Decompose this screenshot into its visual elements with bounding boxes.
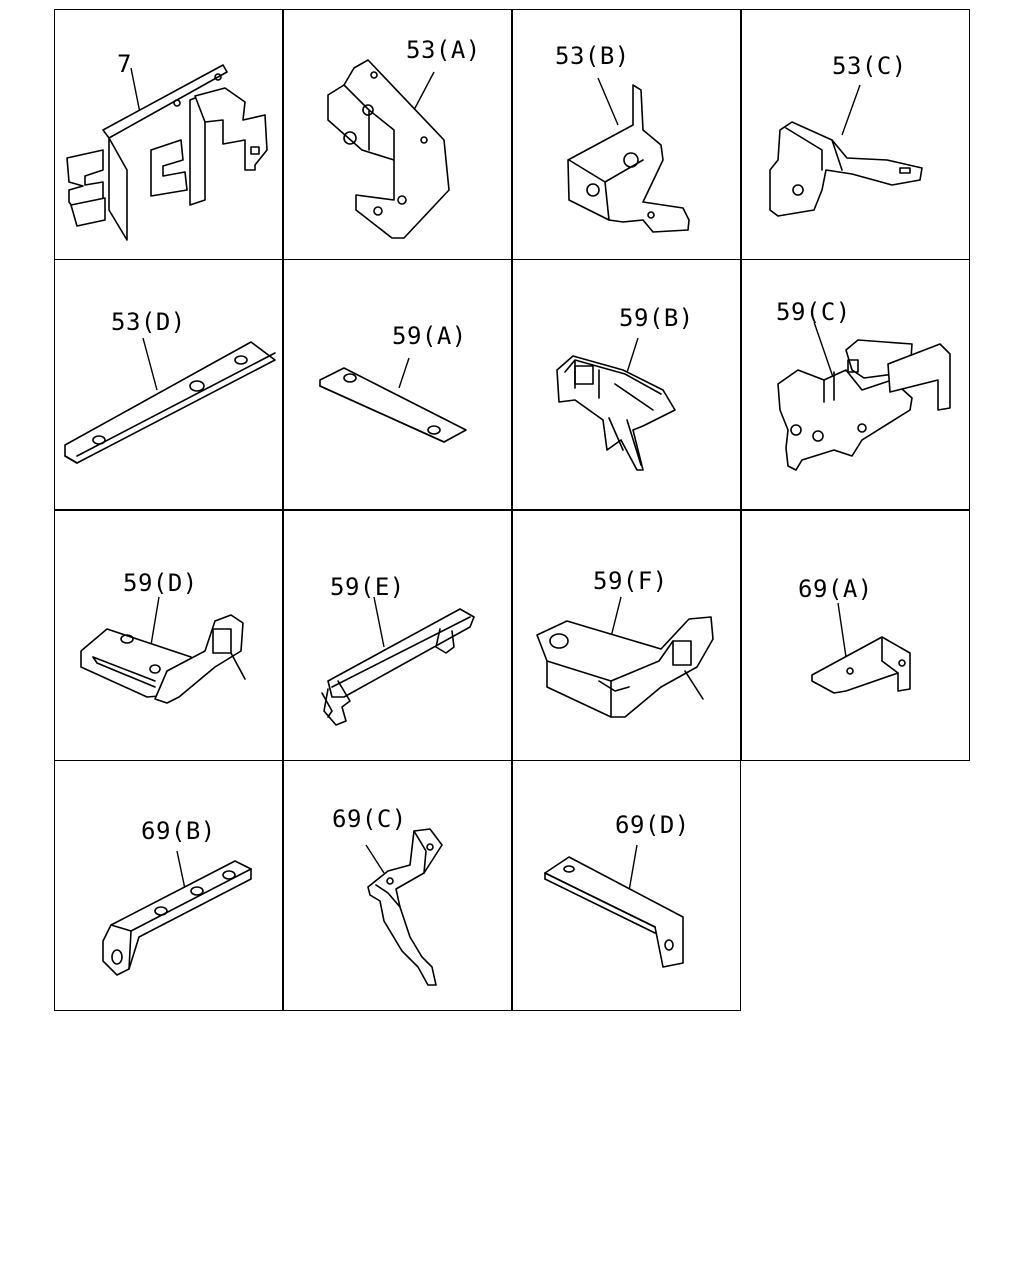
callout-label: 59(D) [123, 569, 198, 597]
callout-label: 53(C) [832, 52, 907, 80]
part-cell-53c[interactable]: 53(C) [741, 9, 970, 260]
part-cell-53b[interactable]: 53(B) [512, 9, 741, 260]
bracket-59b-drawing [556, 337, 676, 471]
bracket-59e-drawing [321, 596, 475, 726]
part-cell-53d[interactable]: 53(D) [54, 259, 283, 510]
bracket-59f-drawing [536, 596, 714, 718]
bracket-69c-drawing [365, 828, 443, 986]
bracket-69b-drawing [102, 850, 252, 976]
part-cell-59b[interactable]: 59(B) [512, 259, 741, 510]
plate-59a-drawing [319, 357, 467, 443]
part-cell-53a[interactable]: 53(A) [283, 9, 512, 260]
bracket-59c-drawing [777, 321, 951, 471]
part-cell-69d[interactable]: 69(D) [512, 760, 741, 1011]
plate-53d-drawing [64, 337, 276, 464]
bracket-69d-drawing [544, 844, 684, 968]
callout-label: 53(D) [111, 308, 186, 336]
part-cell-7[interactable]: 7 [54, 9, 283, 260]
bracket-69a-drawing [811, 602, 911, 694]
part-cell-59d[interactable]: 59(D) [54, 510, 283, 761]
callout-label: 7 [117, 50, 132, 78]
callout-label: 53(A) [406, 36, 481, 64]
bracket-7-drawing [66, 64, 268, 241]
bracket-53a-drawing [327, 59, 450, 239]
callout-label: 59(A) [392, 322, 467, 350]
part-cell-59c[interactable]: 59(C) [741, 259, 970, 510]
callout-label: 69(B) [141, 817, 216, 845]
part-cell-69c[interactable]: 69(C) [283, 760, 512, 1011]
part-cell-59a[interactable]: 59(A) [283, 259, 512, 510]
callout-label: 53(B) [555, 42, 630, 70]
callout-label: 59(F) [593, 567, 668, 595]
bracket-53b-drawing [567, 77, 690, 233]
part-cell-59f[interactable]: 59(F) [512, 510, 741, 761]
callout-label: 59(B) [619, 304, 694, 332]
callout-label: 59(C) [776, 298, 851, 326]
bracket-53c-drawing [769, 84, 923, 217]
callout-label: 69(D) [615, 811, 690, 839]
callout-label: 69(C) [332, 805, 407, 833]
part-cell-59e[interactable]: 59(E) [283, 510, 512, 761]
callout-label: 69(A) [798, 575, 873, 603]
bracket-59d-drawing [80, 596, 246, 704]
part-cell-69a[interactable]: 69(A) [741, 510, 970, 761]
part-cell-69b[interactable]: 69(B) [54, 760, 283, 1011]
callout-label: 59(E) [330, 573, 405, 601]
